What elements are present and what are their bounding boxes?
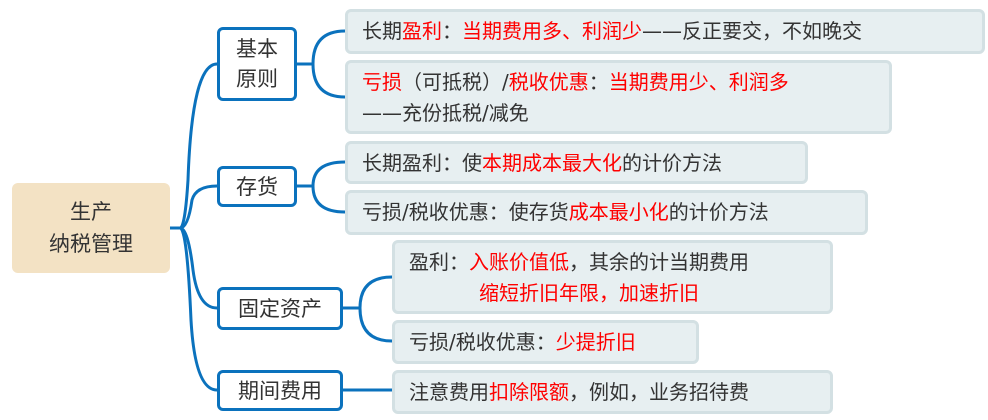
- leaf-loss-tax-incentive[interactable]: 亏损（可抵税）/税收优惠：当期费用少、利润多 ——充份抵税/减免: [345, 60, 892, 134]
- leaf-text: （可抵税）/: [402, 70, 509, 94]
- leaf-text: 亏损/税收优惠：: [409, 330, 556, 354]
- highlight-text: 盈利: [402, 19, 442, 43]
- branch-period-expenses[interactable]: 期间费用: [217, 370, 343, 411]
- leaf-text: 盈利：: [409, 250, 469, 274]
- highlight-text: 本期成本最大化: [482, 151, 622, 175]
- leaf-expense-limit[interactable]: 注意费用扣除限额，例如，业务招待费: [392, 370, 833, 414]
- leaf-inventory-loss[interactable]: 亏损/税收优惠：使存货成本最小化的计价方法: [345, 190, 868, 235]
- branch-line2: 原则: [236, 67, 278, 91]
- highlight-text: 当期费用多、利润少: [462, 19, 642, 43]
- connector-root-period-expenses: [179, 226, 218, 392]
- leaf-text: ，例如，业务招待费: [569, 380, 749, 404]
- connector-root-fixed-assets: [179, 226, 218, 310]
- leaf-line1: 注意费用扣除限额，例如，业务招待费: [409, 377, 816, 408]
- highlight-text: 税收优惠: [508, 70, 589, 94]
- leaf-line1: 亏损/税收优惠：少提折旧: [409, 327, 682, 358]
- leaf-text: ——反正要交，不如晚交: [642, 19, 862, 43]
- highlight-text: 当期费用少、利润多: [608, 70, 789, 94]
- leaf-line1: 亏损/税收优惠：使存货成本最小化的计价方法: [362, 197, 851, 228]
- leaf-text: 的计价方法: [668, 200, 769, 224]
- highlight-text: 扣除限额: [489, 380, 569, 404]
- leaf-text: ：: [588, 70, 609, 94]
- connector-principles-leaves: [297, 29, 346, 99]
- connector-inventory-leaves: [297, 160, 346, 214]
- leaf-line2: 缩短折旧年限，加速折旧: [479, 281, 699, 305]
- leaf-fixed-profit[interactable]: 盈利：入账价值低，其余的计当期费用缩短折旧年限，加速折旧: [392, 240, 833, 314]
- branch-line1: 基本: [236, 37, 278, 61]
- leaf-line1: 盈利：入账价值低，其余的计当期费用: [409, 247, 816, 278]
- root-line2: 纳税管理: [49, 232, 133, 256]
- highlight-text: 入账价值低: [469, 250, 569, 274]
- leaf-long-term-profit[interactable]: 长期盈利：当期费用多、利润少——反正要交，不如晚交: [345, 9, 985, 54]
- highlight-text: 少提折旧: [555, 330, 636, 354]
- branch-inventory[interactable]: 存货: [217, 166, 297, 207]
- branch-label: 存货: [236, 174, 278, 199]
- connector-fixed-leaves: [343, 275, 393, 343]
- branch-fixed-assets[interactable]: 固定资产: [217, 287, 343, 330]
- root-line1: 生产: [70, 200, 112, 224]
- leaf-line1: 长期盈利：使本期成本最大化的计价方法: [362, 148, 791, 179]
- connector-root-inventory: [179, 184, 218, 230]
- connector-root-principles: [170, 62, 218, 230]
- leaf-text: 的计价方法: [622, 151, 722, 175]
- root-node[interactable]: 生产 纳税管理: [12, 183, 170, 273]
- leaf-text: 长期盈利：使: [362, 151, 482, 175]
- leaf-text: ，其余的计当期费用: [569, 250, 749, 274]
- highlight-text: 亏损: [362, 70, 402, 94]
- leaf-fixed-loss[interactable]: 亏损/税收优惠：少提折旧: [392, 320, 699, 364]
- branch-label: 固定资产: [238, 296, 322, 321]
- leaf-text: 长期: [362, 19, 402, 43]
- branch-basic-principles[interactable]: 基本 原则: [217, 27, 297, 101]
- highlight-text: 成本最小化: [568, 200, 669, 224]
- leaf-line1: 亏损（可抵税）/税收优惠：当期费用少、利润多: [362, 67, 875, 98]
- leaf-line2: ——充份抵税/减免: [362, 101, 529, 125]
- leaf-text: 亏损/税收优惠：使存货: [362, 200, 569, 224]
- leaf-line1: 长期盈利：当期费用多、利润少——反正要交，不如晚交: [362, 16, 968, 47]
- branch-label: 期间费用: [238, 378, 322, 403]
- leaf-text: 注意费用: [409, 380, 489, 404]
- leaf-inventory-profit[interactable]: 长期盈利：使本期成本最大化的计价方法: [345, 141, 808, 184]
- leaf-text: ：: [442, 19, 462, 43]
